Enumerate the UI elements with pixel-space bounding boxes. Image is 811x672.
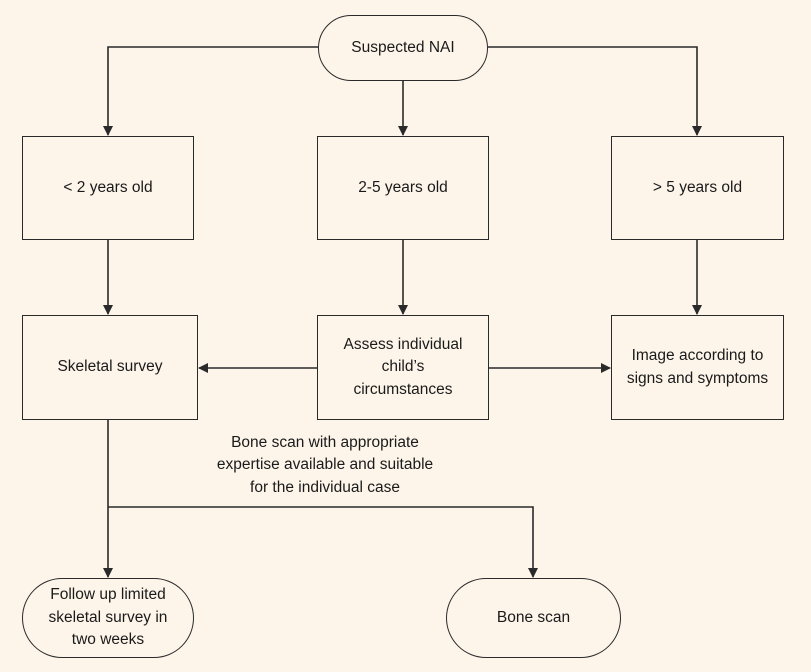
node-over-5-years: > 5 years old: [611, 136, 784, 240]
arrow-skeletal-to-bonescan: [108, 506, 538, 578]
node-under-2-years: < 2 years old: [22, 136, 194, 240]
node-assess-circumstances: Assess individual child’s circumstances: [317, 315, 489, 420]
arrow-start-to-over5: [488, 46, 702, 136]
node-image-by-symptoms: Image according to signs and symptoms: [611, 315, 784, 420]
node-follow-up-survey: Follow up limited skeletal survey in two…: [22, 578, 194, 658]
node-suspected-nai: Suspected NAI: [318, 15, 488, 81]
node-2-5-years: 2-5 years old: [317, 136, 489, 240]
label-bone-scan-condition: Bone scan with appropriate expertise ava…: [216, 434, 434, 496]
node-bone-scan: Bone scan: [446, 578, 621, 658]
node-skeletal-survey: Skeletal survey: [22, 315, 198, 420]
arrow-start-to-under2: [103, 46, 318, 136]
